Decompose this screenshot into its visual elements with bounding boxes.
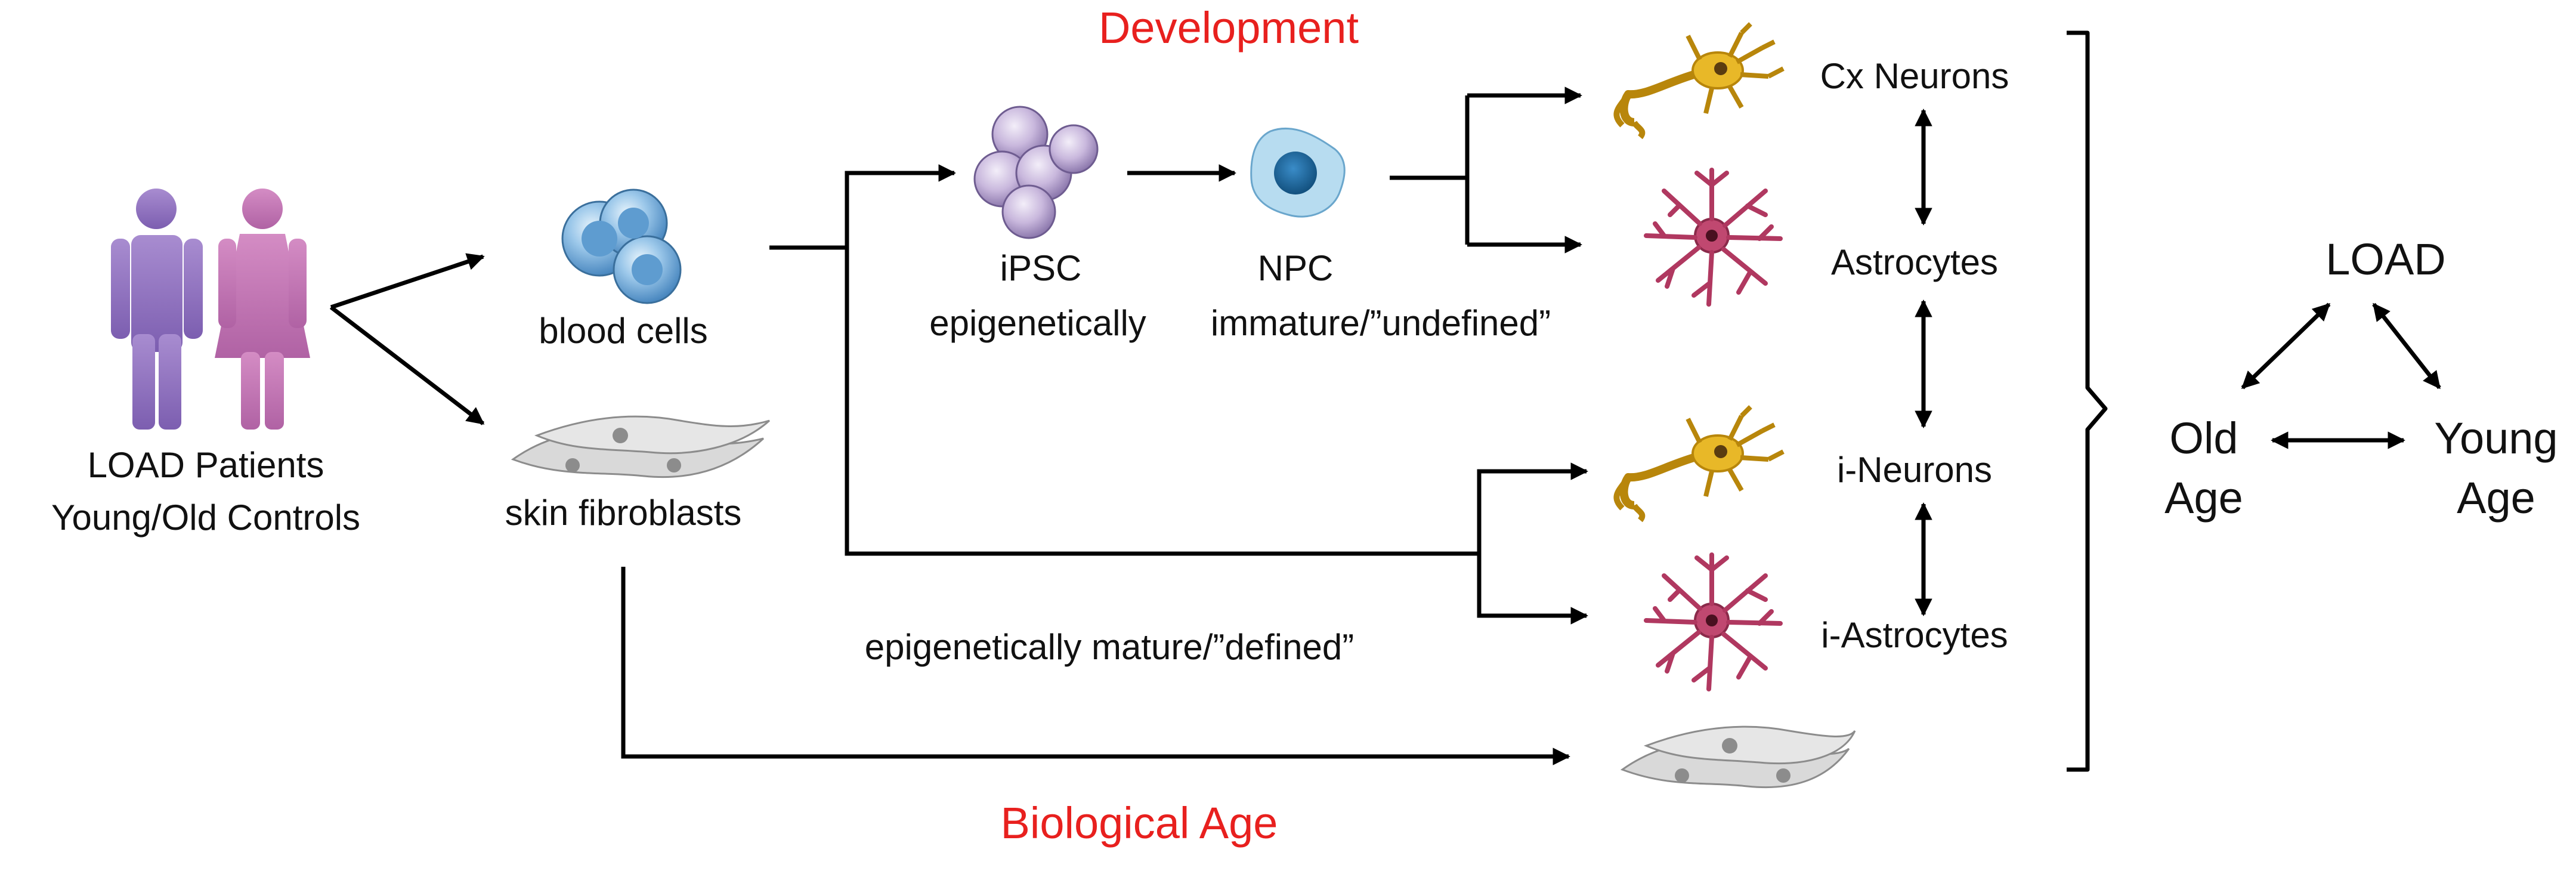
old-age-label-line2: Age xyxy=(2164,473,2243,523)
npc-icon xyxy=(1250,128,1346,218)
i-astrocyte-icon xyxy=(1644,552,1783,691)
aged-fibroblasts-icon xyxy=(1620,725,1856,789)
young-age-label-line2: Age xyxy=(2457,473,2535,523)
old-age-label-line1: Old xyxy=(2169,413,2238,463)
epigenetically-mature-label: epigenetically mature/”defined” xyxy=(865,627,1354,667)
arrow-to-fibroblasts xyxy=(329,305,485,425)
npc-label: NPC xyxy=(1258,248,1334,288)
grouping-brace xyxy=(2067,30,2108,772)
epigenetically-immature-left: epigenetically xyxy=(929,303,1146,343)
connector-to-i-neurons xyxy=(1477,462,1588,554)
person-male-icon xyxy=(111,189,203,430)
connector-fibroblasts-to-aged xyxy=(621,567,1570,765)
arrow-load-old xyxy=(2241,302,2331,390)
ipsc-icon xyxy=(973,106,1099,239)
cx-neurons-label: Cx Neurons xyxy=(1820,56,2009,96)
blood-cells-label: blood cells xyxy=(539,311,708,351)
fibroblasts-icon xyxy=(511,415,771,478)
connector-blood-to-ipsc xyxy=(769,164,956,250)
ipsc-label: iPSC xyxy=(1000,248,1082,288)
source-label-line1: LOAD Patients xyxy=(88,445,324,485)
epigenetically-immature-right: immature/”undefined” xyxy=(1211,303,1551,343)
i-astrocytes-label: i-Astrocytes xyxy=(1821,615,2008,655)
connector-branch-to-inductions xyxy=(845,248,1479,556)
development-heading: Development xyxy=(1099,3,1359,52)
arrow-to-blood-cells xyxy=(330,253,485,310)
arrow-load-young xyxy=(2372,302,2441,390)
astrocytes-label: Astrocytes xyxy=(1831,242,1998,282)
blood-cells-icon xyxy=(561,189,682,304)
i-neuron-icon xyxy=(1613,405,1785,523)
young-age-label-line1: Young xyxy=(2434,413,2558,463)
person-female-icon xyxy=(215,189,310,430)
connector-to-i-astrocytes xyxy=(1477,554,1588,625)
biological-age-heading: Biological Age xyxy=(1001,798,1278,848)
astrocyte-icon xyxy=(1644,168,1783,307)
cx-neuron-icon xyxy=(1613,22,1785,140)
i-neurons-label: i-Neurons xyxy=(1837,450,1992,490)
load-label: LOAD xyxy=(2325,234,2446,284)
source-label-line2: Young/Old Controls xyxy=(51,498,360,538)
fibroblasts-label: skin fibroblasts xyxy=(505,493,742,533)
